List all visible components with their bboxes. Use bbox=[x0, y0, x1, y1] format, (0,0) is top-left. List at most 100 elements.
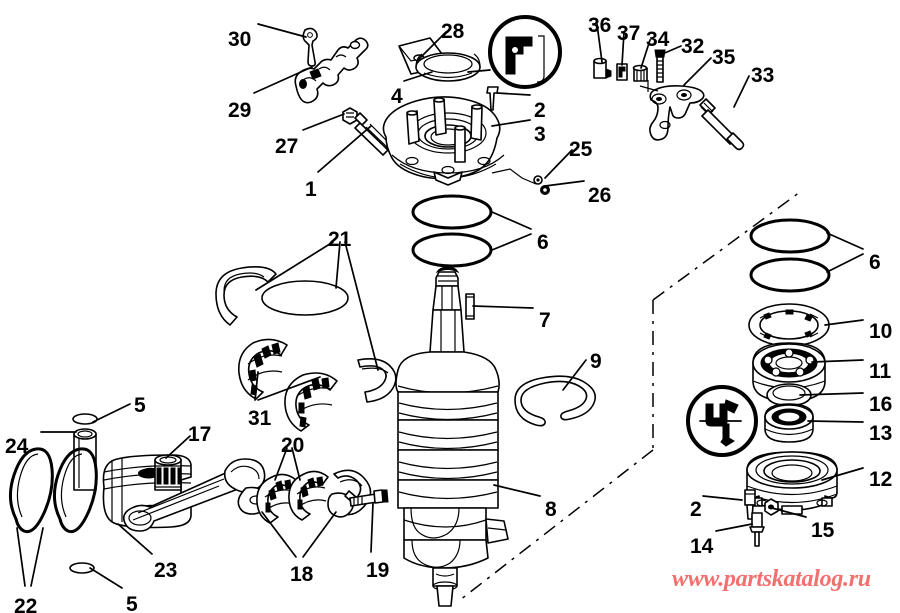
callout-number: 17 bbox=[188, 423, 211, 446]
nut-27 bbox=[342, 107, 358, 125]
o-ring-6-upper bbox=[411, 194, 493, 230]
retaining-ring-5-upper bbox=[72, 413, 98, 425]
callout-36: 36 bbox=[588, 14, 611, 63]
callout-leader-line bbox=[496, 92, 531, 96]
pin-30 bbox=[302, 27, 318, 67]
callout-number: 27 bbox=[275, 135, 298, 158]
callout-leader-line bbox=[824, 319, 864, 326]
callout-leader-line bbox=[799, 392, 864, 396]
callout-number: 30 bbox=[228, 28, 251, 51]
callout-number: 8 bbox=[545, 498, 557, 521]
callout-37: 37 bbox=[617, 22, 640, 66]
lower-bearing-housing-12 bbox=[746, 451, 838, 515]
callout-34: 34 bbox=[640, 28, 670, 69]
callout-number: 35 bbox=[712, 46, 736, 69]
callout-25: 25 bbox=[544, 138, 593, 179]
callout-leader-line bbox=[89, 567, 123, 589]
callout-number: 28 bbox=[441, 20, 465, 43]
callout-2: 2 bbox=[690, 495, 743, 521]
callout-number: 6 bbox=[537, 231, 549, 254]
callout-8: 8 bbox=[493, 484, 557, 521]
callout-number: 21 bbox=[328, 228, 352, 251]
callout-number: 10 bbox=[869, 320, 892, 343]
piston-ring-22-a bbox=[9, 447, 54, 534]
callout-15: 15 bbox=[771, 507, 835, 542]
callout-leader-line bbox=[771, 507, 807, 518]
callout-leader-line bbox=[699, 420, 864, 423]
roller-bearing-cage-31-b bbox=[284, 372, 338, 432]
bearing-housing-3 bbox=[382, 96, 505, 186]
seal-ring-4 bbox=[415, 52, 481, 82]
callout-leader-line bbox=[261, 511, 337, 558]
rod-bearing-20-b bbox=[288, 470, 329, 521]
callout-leader-line bbox=[491, 211, 532, 251]
roller-bearing-cage-31-a bbox=[237, 338, 288, 400]
callout-19: 19 bbox=[366, 502, 389, 582]
callout-number: 23 bbox=[154, 559, 177, 582]
callout-leader-line bbox=[417, 31, 447, 61]
callout-24: 24 bbox=[5, 431, 77, 458]
callout-number: 5 bbox=[126, 593, 138, 613]
callout-leader-line bbox=[92, 403, 131, 423]
callout-number: 32 bbox=[681, 35, 704, 58]
nut-34 bbox=[632, 64, 648, 82]
callout-number: 19 bbox=[366, 559, 389, 582]
callout-number: 37 bbox=[617, 22, 640, 45]
callout-leader-line bbox=[302, 113, 345, 131]
detail-circle-4 bbox=[467, 15, 562, 89]
callout-7: 7 bbox=[472, 305, 551, 332]
callout-4: 4 bbox=[391, 71, 433, 108]
callout-leader-line bbox=[491, 119, 531, 127]
needle-bearing-17 bbox=[154, 454, 182, 491]
callout-number: 2 bbox=[690, 498, 702, 521]
callout-21: 21 bbox=[255, 228, 379, 371]
callout-number: 25 bbox=[569, 138, 593, 161]
callout-leader-line bbox=[370, 502, 374, 553]
main-bearing-shell-21-ring bbox=[261, 280, 349, 316]
screw-25 bbox=[491, 168, 543, 185]
callout-18: 18 bbox=[261, 511, 337, 586]
callout-number: 5 bbox=[134, 394, 146, 417]
callout-3: 3 bbox=[491, 119, 546, 146]
ball-bearing-11 bbox=[752, 342, 826, 402]
o-ring-6-right-upper bbox=[749, 218, 831, 254]
callout-leader-line bbox=[117, 523, 153, 555]
callout-number: 16 bbox=[869, 393, 892, 416]
callout-16: 16 bbox=[799, 392, 892, 416]
rod-bolt-19 bbox=[344, 489, 389, 507]
callout-leader-line bbox=[472, 305, 534, 309]
shift-lever-35 bbox=[639, 80, 705, 141]
callout-number: 1 bbox=[305, 178, 317, 201]
watermark-partskatalog: www.partskatalog.ru bbox=[672, 566, 871, 592]
callout-number: 22 bbox=[14, 595, 37, 613]
callout-number: 12 bbox=[869, 468, 892, 491]
callout-12: 12 bbox=[821, 467, 892, 491]
callout-leader-line bbox=[596, 23, 603, 63]
retainer-plate-10 bbox=[748, 303, 830, 347]
callout-leader-line bbox=[254, 371, 321, 401]
callout-leader-line bbox=[811, 359, 864, 363]
callout-14: 14 bbox=[690, 523, 753, 558]
callout-number: 7 bbox=[539, 309, 551, 332]
callout-leader-line bbox=[493, 484, 541, 497]
lever-bracket-29 bbox=[294, 37, 369, 104]
callout-leader-line bbox=[733, 75, 750, 108]
callout-6: 6 bbox=[491, 211, 549, 254]
callout-number: 13 bbox=[869, 422, 892, 445]
callout-leader-line bbox=[659, 45, 682, 56]
callout-number: 26 bbox=[588, 184, 611, 207]
washer-26 bbox=[540, 185, 550, 195]
bolt-14 bbox=[749, 512, 765, 547]
crankshaft-8 bbox=[395, 266, 509, 607]
callout-leader-line bbox=[826, 232, 864, 273]
callout-number: 33 bbox=[751, 64, 774, 87]
callout-number: 24 bbox=[5, 435, 29, 458]
snap-ring-9 bbox=[514, 375, 597, 427]
callout-number: 29 bbox=[228, 99, 251, 122]
callout-23: 23 bbox=[117, 523, 177, 582]
nut-15 bbox=[764, 498, 779, 516]
callout-1: 1 bbox=[305, 125, 372, 201]
callout-leader-line bbox=[621, 31, 625, 66]
